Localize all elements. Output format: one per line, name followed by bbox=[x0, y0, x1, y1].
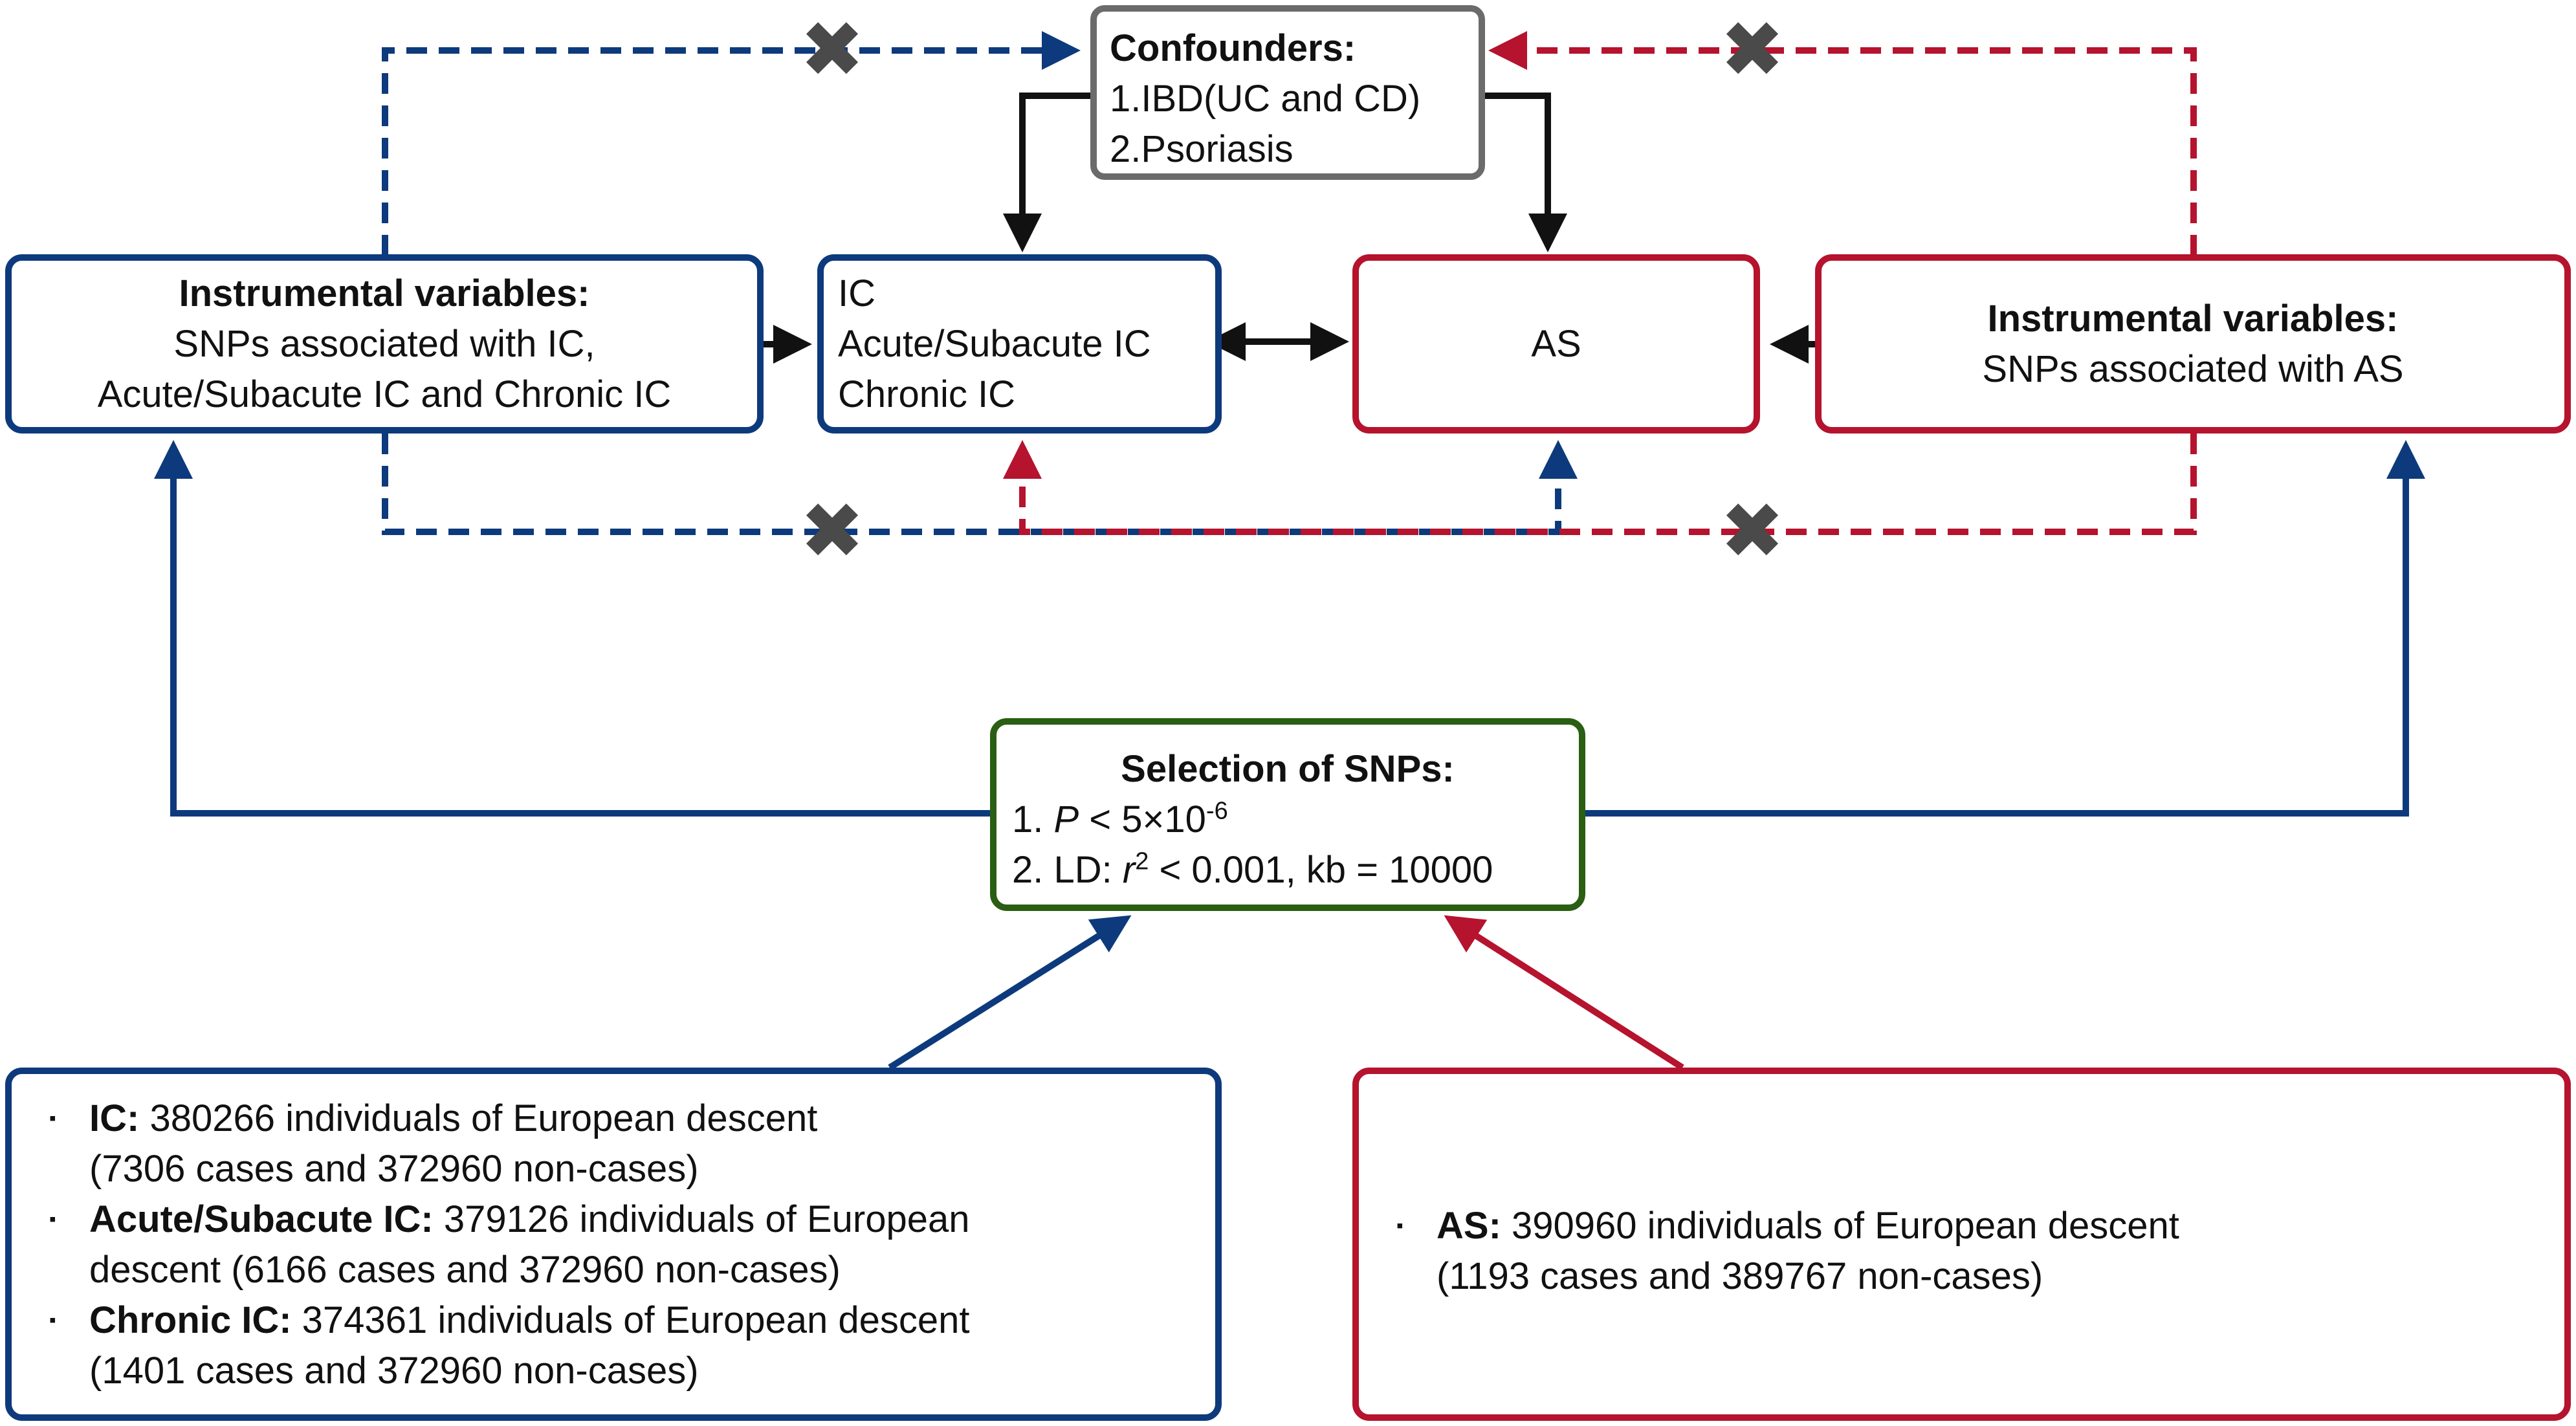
right-iv-title: Instrumental variables: bbox=[1987, 297, 2399, 340]
as-data-list: ▪ AS: 390960 individuals of European des… bbox=[1359, 1201, 2564, 1302]
confounders-title: Confounders: bbox=[1110, 27, 1356, 69]
list-item: ▪ IC: 380266 individuals of European des… bbox=[12, 1093, 1215, 1194]
dashed-arrow-right-iv-to-exposure bbox=[1003, 433, 2197, 535]
dashed-arrow-left-iv-to-outcome bbox=[382, 433, 1578, 535]
bullet-icon: ▪ bbox=[1396, 1215, 1404, 1236]
blocked-cross-icon-top-left: ✖ bbox=[799, 5, 865, 95]
blocked-cross-icon-bottom-right: ✖ bbox=[1719, 487, 1785, 576]
list-item: ▪ Acute/Subacute IC: 379126 individuals … bbox=[12, 1194, 1215, 1295]
selection-title: Selection of SNPs: bbox=[1121, 748, 1455, 790]
arrow-ic-data-to-selection bbox=[888, 915, 1132, 1071]
exposure-line: Acute/Subacute IC bbox=[838, 323, 1151, 365]
as-data-sources-box: ▪ AS: 390960 individuals of European des… bbox=[1352, 1068, 2571, 1421]
confounder-item: 2.Psoriasis bbox=[1110, 128, 1294, 170]
bullet-icon: ▪ bbox=[49, 1310, 56, 1331]
right-instrumental-variables-box: Instrumental variables: SNPs associated … bbox=[1815, 254, 2571, 433]
arrow-selection-to-right-iv bbox=[1585, 440, 2425, 817]
left-iv-line: SNPs associated with IC, bbox=[173, 322, 595, 365]
bullet-icon: ▪ bbox=[49, 1209, 56, 1230]
ic-data-list: ▪ IC: 380266 individuals of European des… bbox=[12, 1093, 1215, 1396]
exposure-line: Chronic IC bbox=[838, 373, 1015, 415]
left-iv-title: Instrumental variables: bbox=[179, 272, 590, 314]
arrow-confounders-to-outcome bbox=[1485, 93, 1567, 252]
ic-data-sources-box: ▪ IC: 380266 individuals of European des… bbox=[5, 1068, 1222, 1421]
confounder-item: 1.IBD(UC and CD) bbox=[1110, 78, 1421, 120]
left-instrumental-variables-box: Instrumental variables: SNPs associated … bbox=[5, 254, 764, 433]
bullet-icon: ▪ bbox=[49, 1108, 56, 1129]
blocked-cross-icon-bottom-left: ✖ bbox=[799, 487, 865, 576]
outcome-box: AS bbox=[1352, 254, 1760, 433]
dashed-arrow-left-iv-to-confounders bbox=[382, 31, 1081, 256]
confounders-box: Confounders: 1.IBD(UC and CD) 2.Psoriasi… bbox=[1090, 5, 1485, 180]
right-iv-line: SNPs associated with AS bbox=[1982, 347, 2404, 390]
left-iv-line: Acute/Subacute IC and Chronic IC bbox=[97, 373, 672, 415]
snp-selection-box: Selection of SNPs: 1. P < 5×10-6 2. LD: … bbox=[990, 718, 1585, 911]
list-item: ▪ AS: 390960 individuals of European des… bbox=[1359, 1201, 2564, 1302]
exposure-box: IC Acute/Subacute IC Chronic IC bbox=[817, 254, 1222, 433]
selection-criterion-1: 1. P < 5×10-6 bbox=[1012, 797, 1228, 840]
outcome-label: AS bbox=[1531, 322, 1581, 365]
dashed-arrow-right-iv-to-confounders bbox=[1488, 31, 2197, 256]
list-item: ▪ Chronic IC: 374361 individuals of Euro… bbox=[12, 1295, 1215, 1396]
arrow-selection-to-left-iv bbox=[154, 440, 990, 817]
selection-criterion-2: 2. LD: r2 < 0.001, kb = 10000 bbox=[1012, 848, 1493, 891]
arrow-confounders-to-exposure bbox=[1003, 93, 1090, 252]
blocked-cross-icon-top-right: ✖ bbox=[1719, 5, 1785, 95]
arrow-as-data-to-selection bbox=[1444, 915, 1684, 1071]
exposure-line: IC bbox=[838, 272, 875, 314]
